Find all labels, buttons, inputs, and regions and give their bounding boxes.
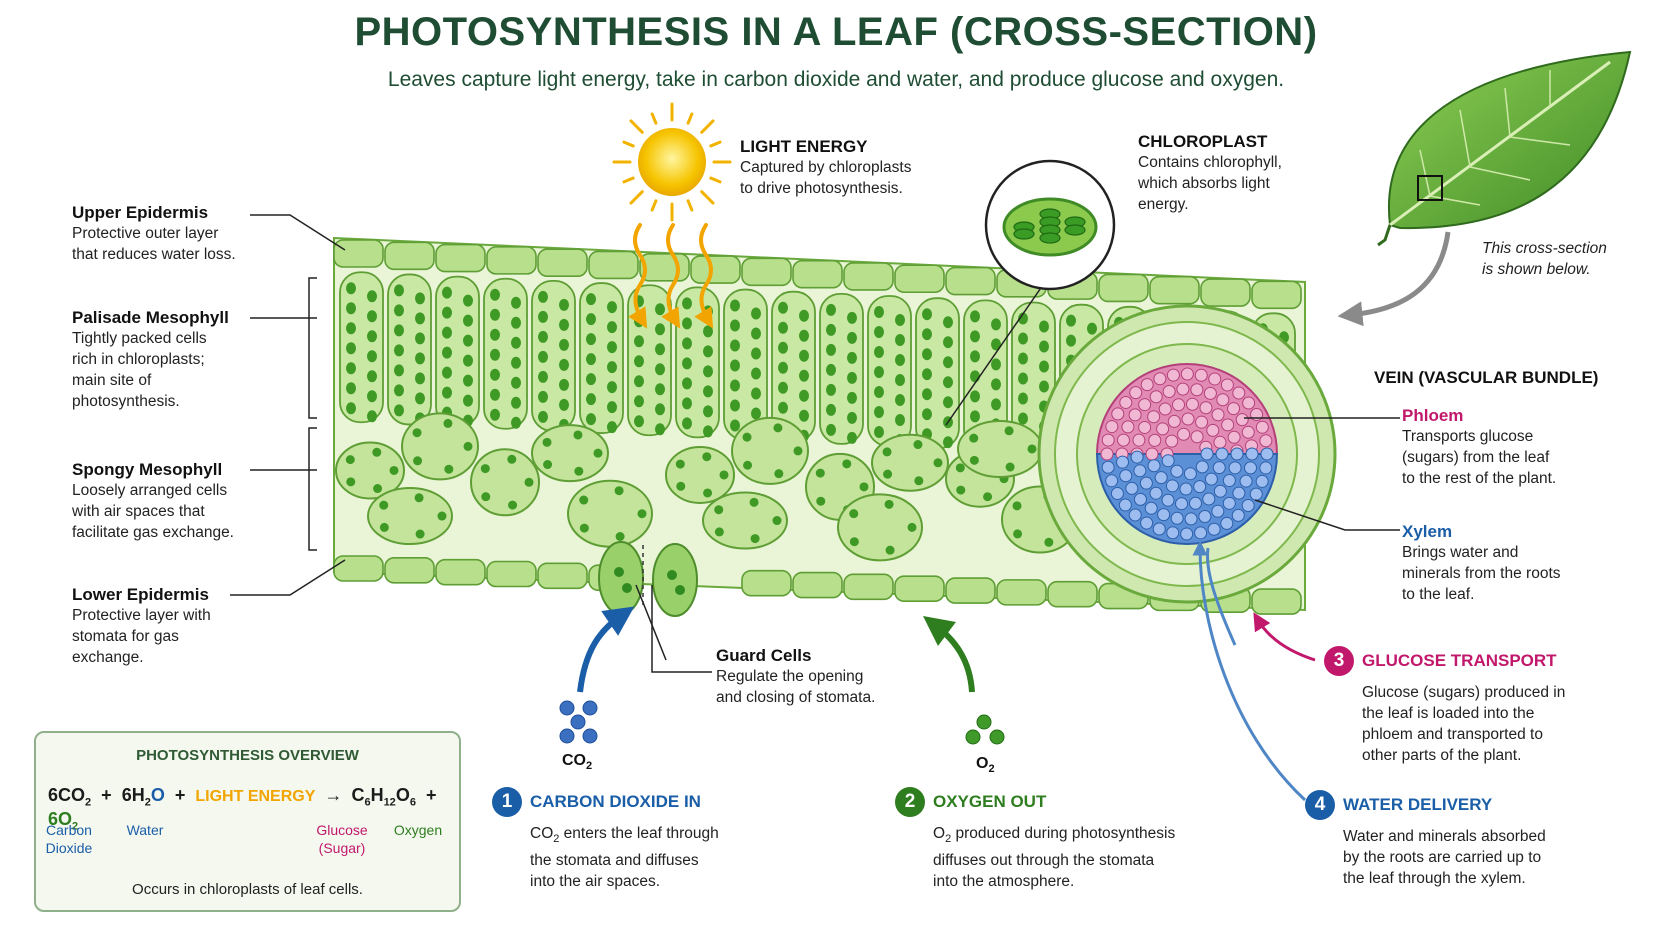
step-number-badge: 2 [895, 787, 925, 817]
lower-epidermis-label: Lower Epidermis Protective layer with st… [72, 585, 211, 666]
page-title: PHOTOSYNTHESIS IN A LEAF (CROSS-SECTION) [354, 10, 1318, 54]
co2-molecules-icon [559, 700, 598, 744]
page-subtitle: Leaves capture light energy, take in car… [387, 68, 1285, 91]
o2-out-arrow [923, 615, 975, 693]
light-rays [628, 223, 714, 329]
palisade-label: Palisade Mesophyll Tightly packed cells … [72, 308, 229, 410]
vascular-bundle [1037, 304, 1337, 604]
guard-cells-stoma [598, 541, 698, 617]
step-number-badge: 1 [492, 787, 522, 817]
xylem-label: Xylem Brings water and minerals from the… [1402, 522, 1561, 603]
light-energy-label: LIGHT ENERGY Captured by chloroplasts to… [740, 137, 912, 197]
guard-cells-label: Guard Cells Regulate the opening and clo… [716, 646, 876, 706]
co2-label: CO2 [562, 752, 593, 773]
upper-epidermis-label: Upper Epidermis Protective outer layer t… [72, 203, 236, 263]
glucose-transport-arrow [1253, 612, 1316, 662]
phloem-label: Phloem Transports glucose (sugars) from … [1402, 406, 1557, 487]
step-number-badge: 3 [1324, 646, 1354, 676]
spongy-label: Spongy Mesophyll Loosely arranged cells … [72, 460, 234, 541]
pointer-arrow [1337, 231, 1451, 327]
step-number-badge: 4 [1305, 790, 1335, 820]
photosynthesis-overview-box: PHOTOSYNTHESIS OVERVIEW 6CO2 + 6H2O + LI… [34, 731, 461, 912]
water-delivery-arrow-2 [1206, 547, 1237, 646]
o2-molecules-icon [965, 714, 1005, 745]
cross-section-note: This cross-section is shown below. [1482, 240, 1607, 278]
leaf-icon [1377, 50, 1632, 247]
co2-in-arrow [577, 606, 635, 693]
equation: 6CO2 + 6H2O + LIGHT ENERGY → C6H12O6 + 6… [48, 785, 437, 833]
water-delivery-arrow [1192, 540, 1307, 802]
chloroplast-magnifier [945, 159, 1116, 426]
label-leader-lines [230, 214, 1400, 673]
vein-label: VEIN (VASCULAR BUNDLE) [1374, 368, 1599, 387]
o2-label: O2 [976, 755, 995, 776]
chloroplast-label: CHLOROPLAST Contains chlorophyll, which … [1138, 132, 1282, 213]
sun-icon [612, 102, 732, 222]
